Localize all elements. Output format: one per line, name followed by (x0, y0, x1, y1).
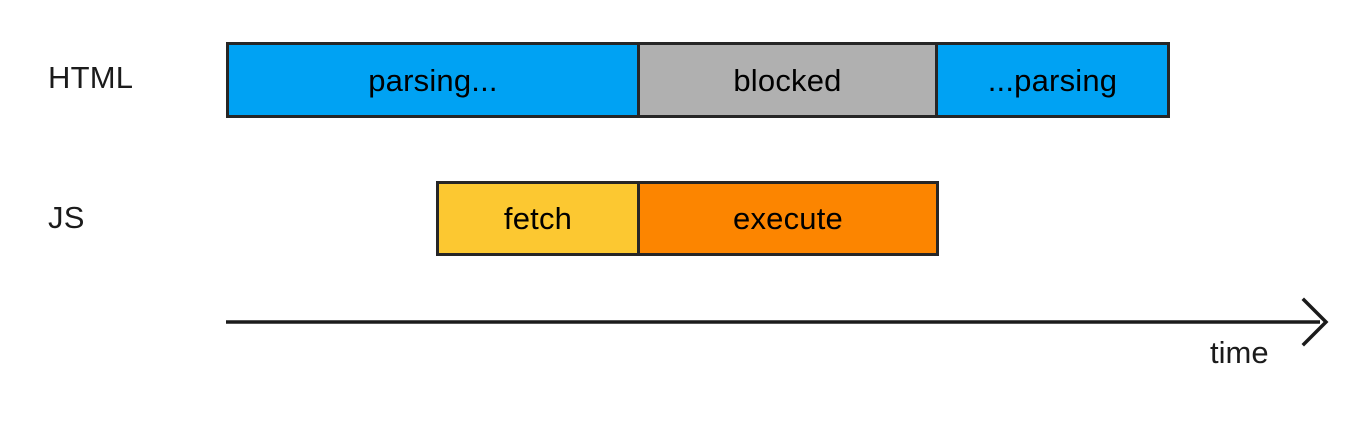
row-label-html: HTML (48, 60, 134, 95)
html-segment-blocked: blocked (637, 45, 935, 115)
time-axis-label: time (1210, 335, 1269, 370)
js-timeline-track: fetch execute (436, 181, 939, 256)
js-segment-fetch: fetch (439, 184, 637, 253)
js-segment-execute: execute (637, 184, 936, 253)
html-segment-parsing-end: ...parsing (935, 45, 1167, 115)
html-segment-parsing-start: parsing... (229, 45, 637, 115)
html-timeline-track: parsing... blocked ...parsing (226, 42, 1170, 118)
row-label-js: JS (48, 200, 85, 235)
time-axis-arrow-icon (226, 297, 1329, 347)
